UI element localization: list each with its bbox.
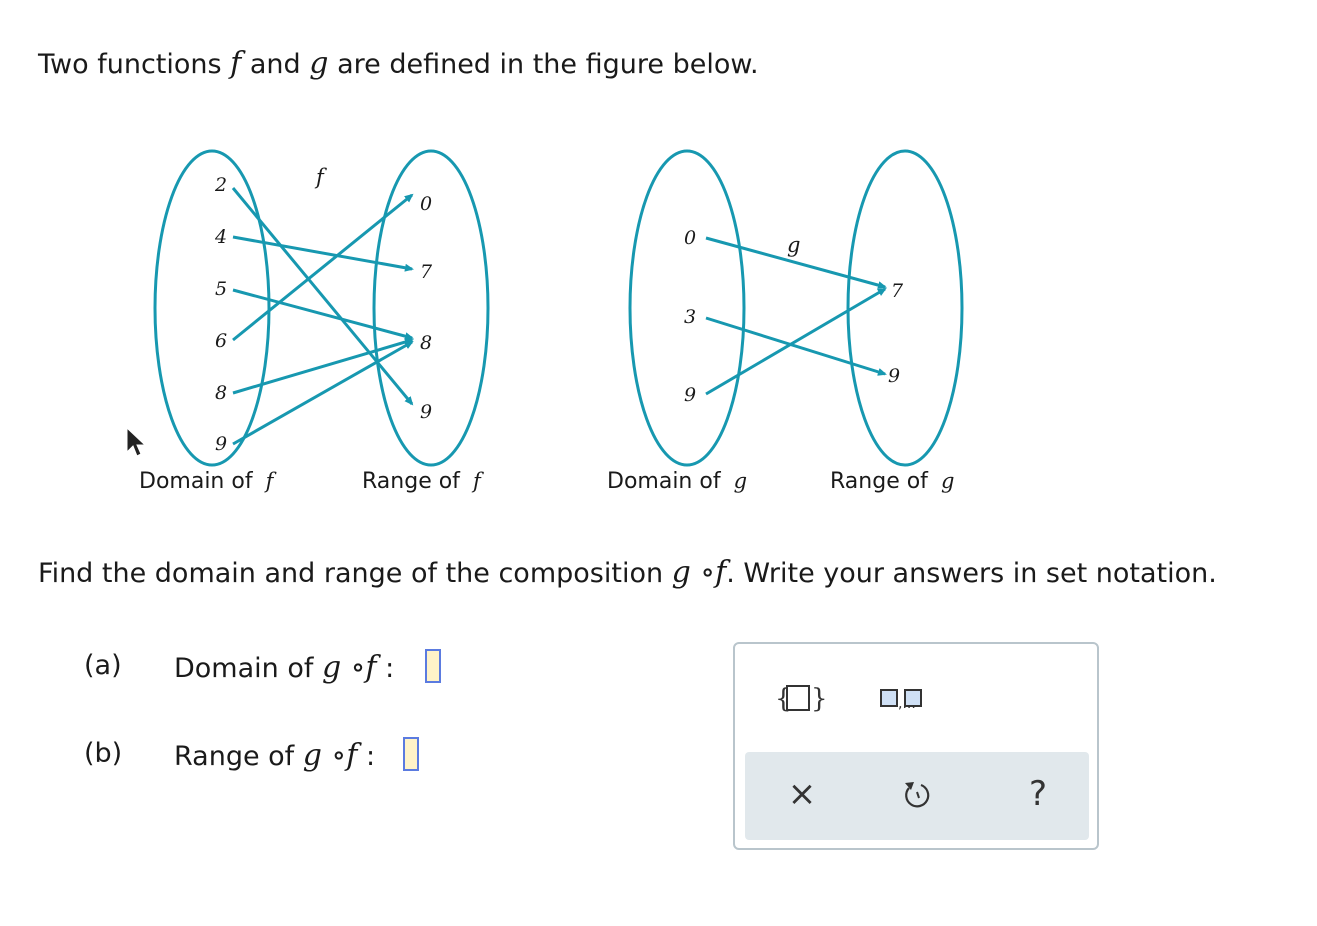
caption-domain-f: Domain of f [139, 469, 277, 494]
arrow-f-2-9 [231, 187, 414, 406]
part-a-prompt: Domain of g ∘f : [174, 650, 395, 685]
help-button[interactable]: ? [1028, 774, 1048, 814]
g-domain-item: 3 [684, 306, 696, 328]
part-b-label: (b) [84, 738, 123, 769]
f-domain-item: 4 [214, 226, 227, 248]
undo-icon [905, 782, 930, 808]
f-domain-oval [153, 149, 271, 467]
svg-text:,...: ,... [898, 696, 916, 712]
f-range-item: 9 [420, 401, 432, 423]
arrow-f-5-8 [232, 288, 414, 341]
f-domain-item: 8 [215, 382, 227, 404]
arrow-f-6-0 [232, 193, 414, 342]
g-range-item: 9 [888, 365, 900, 387]
f-function-label: f [314, 165, 327, 189]
f-range-item: 8 [420, 332, 432, 354]
list-button[interactable]: ,... [879, 682, 959, 716]
caption-range-f: Range of f [362, 469, 484, 494]
domain-answer-input[interactable] [425, 649, 441, 683]
f-range-oval [372, 149, 490, 467]
intro-text: Two functions f and g are defined in the… [38, 46, 759, 81]
f-domain-item: 5 [215, 278, 227, 300]
g-range-oval [846, 149, 964, 467]
caption-range-g: Range of g [830, 469, 954, 494]
mouse-cursor-icon [126, 426, 147, 457]
f-domain-item: 9 [215, 433, 227, 455]
list-icon: ,... [880, 689, 922, 712]
f-range-item: 0 [420, 193, 432, 215]
clear-button[interactable]: × [787, 774, 817, 814]
svg-text:}: } [811, 684, 825, 714]
question-text: Find the domain and range of the composi… [38, 555, 1217, 590]
arrow-g-3-9 [705, 316, 887, 376]
f-domain-item: 6 [215, 330, 227, 352]
part-b-prompt: Range of g ∘f : [174, 738, 376, 773]
f-range-item: 7 [420, 261, 433, 283]
g-symbol: g [309, 46, 329, 81]
caption-domain-g: Domain of g [607, 469, 747, 494]
composition-symbol: g ∘f [671, 555, 727, 590]
g-function-label: g [787, 233, 800, 257]
undo-button[interactable] [899, 774, 935, 814]
set-braces-button[interactable]: { } [773, 678, 828, 718]
arrow-g-9-7 [705, 287, 887, 396]
f-domain-item: 2 [214, 174, 227, 196]
range-answer-input[interactable] [403, 737, 419, 771]
arrow-f-9-8 [232, 340, 414, 446]
g-domain-item: 9 [684, 384, 696, 406]
f-symbol: f [230, 46, 242, 81]
g-domain-oval [628, 149, 746, 467]
arrow-g-0-7 [705, 236, 887, 290]
math-palette: { } ,... × ? [733, 642, 1099, 850]
g-domain-item: 0 [684, 227, 696, 249]
part-a-label: (a) [84, 650, 122, 681]
palette-actions: × ? [745, 752, 1089, 840]
arrow-f-4-7 [232, 235, 414, 272]
set-braces-icon: { } [775, 684, 828, 714]
arrow-f-8-8 [232, 338, 414, 395]
g-range-item: 7 [891, 280, 904, 302]
